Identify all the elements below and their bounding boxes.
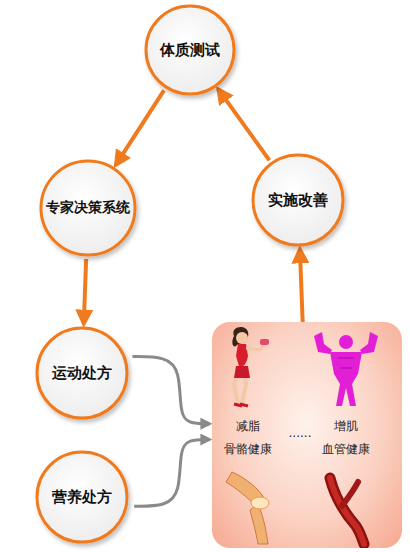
item-label: 血管健康 (322, 441, 370, 458)
circle-shape (146, 6, 234, 94)
exercise-circle: 运动处方 (35, 326, 129, 420)
merge-arrow (132, 357, 210, 424)
node-label: 专家决策系统 (46, 199, 130, 217)
item-label: ...... (289, 426, 312, 440)
flow-arrow (218, 89, 269, 160)
item-label: 增肌 (334, 418, 358, 435)
flow-arrow (300, 249, 303, 322)
node-label: 体质测试 (160, 41, 220, 60)
result-panel: 减脂 增肌...... 骨骼健康 血管健康 (212, 322, 402, 548)
muscle-figure (314, 332, 378, 406)
node-label: 实施改善 (268, 191, 328, 210)
nutrition-circle: 营养处方 (35, 450, 129, 544)
flow-arrow (116, 90, 164, 165)
bone-figure (226, 472, 269, 544)
circle-shape (41, 161, 135, 255)
improve-circle: 实施改善 (251, 153, 345, 247)
node-label: 营养处方 (52, 488, 112, 507)
circle-shape (37, 328, 127, 418)
circle-shape (253, 155, 343, 245)
vessel-figure (330, 478, 364, 544)
node-label: 运动处方 (52, 364, 112, 383)
decision-circle: 专家决策系统 (39, 159, 137, 257)
merge-arrow (134, 440, 210, 507)
circle-shape (37, 452, 127, 542)
fat-loss-figure (232, 327, 269, 406)
flow-arrow (84, 259, 86, 324)
item-label: 减脂 (236, 418, 260, 435)
item-label: 骨骼健康 (224, 441, 272, 458)
test-circle: 体质测试 (144, 4, 236, 96)
